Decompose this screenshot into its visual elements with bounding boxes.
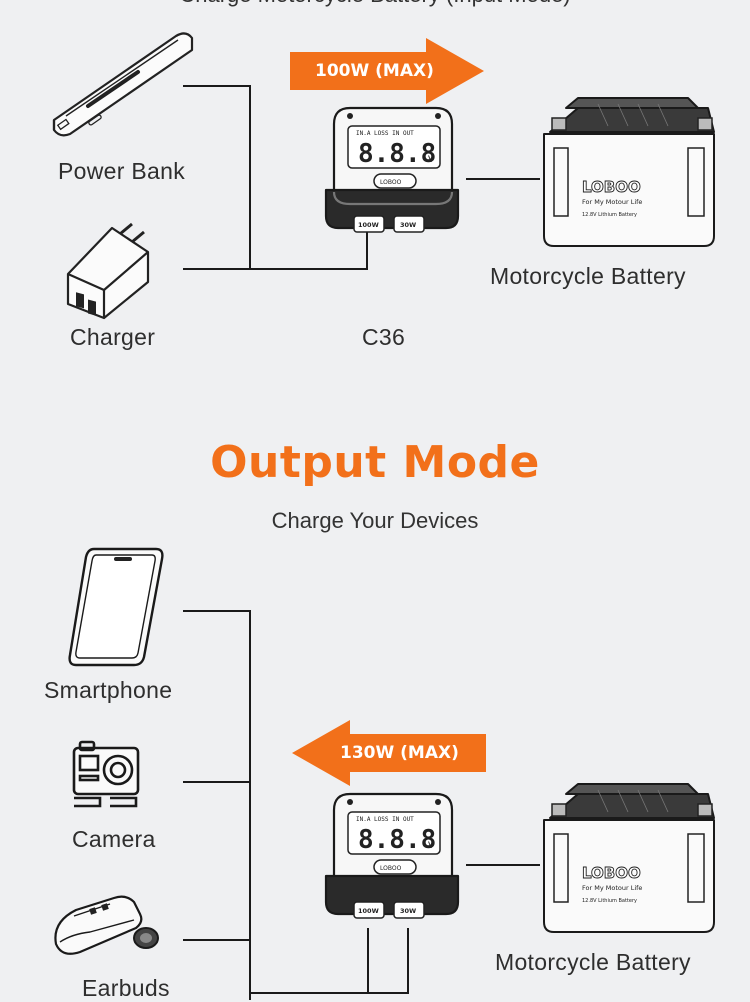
battery-input: LOBOO For My Motour Life 12.8V Lithium B…: [538, 96, 718, 252]
battery-tagline: For My Motour Life: [582, 198, 642, 206]
hub-port-b: 30W: [400, 907, 416, 915]
battery-output-label: Motorcycle Battery: [495, 949, 691, 975]
charger-icon: [66, 222, 150, 320]
wire-power-bank: [183, 85, 251, 87]
battery-input-label: Motorcycle Battery: [490, 263, 686, 289]
hub-readout: 8.8.8: [358, 139, 436, 169]
output-arrow-label: 130W (MAX): [340, 743, 459, 763]
camera-label: Camera: [72, 826, 156, 852]
battery-output: LOBOO For My Motour Life 12.8V Lithium B…: [538, 782, 718, 938]
charger-label: Charger: [70, 324, 156, 350]
hub-label: C36: [362, 324, 406, 350]
wire-hub-drop: [366, 232, 368, 270]
wire-hub-battery-out: [466, 864, 540, 866]
hub-port-a: 100W: [358, 221, 379, 229]
hub-readout: 8.8.8: [358, 825, 436, 855]
earbuds-icon: [54, 895, 159, 955]
wire-bottom-bus: [249, 992, 409, 994]
hub-port-b: 30W: [400, 221, 416, 229]
c36-hub-icon: IN.A LOSS IN OUT 8.8.8 V LOBOO 100W 30W: [324, 106, 460, 233]
battery-brand: LOBOO: [582, 178, 641, 196]
hub-unit: V: [428, 841, 435, 851]
smartphone-label: Smartphone: [44, 677, 173, 703]
top-caption: Charge Motorcycle Battery (Input Mode): [0, 0, 750, 8]
hub-port-a: 100W: [358, 907, 379, 915]
output-mode-title: Output Mode: [210, 437, 540, 488]
input-power-arrow: [290, 38, 484, 104]
wire-output-trunk: [249, 610, 251, 1000]
power-bank-icon: [52, 32, 194, 137]
c36-hub-input: IN.A LOSS IN OUT 8.8.8 V LOBOO 100W 30W: [320, 104, 460, 248]
output-power-arrow: [292, 720, 486, 786]
smartphone-icon: [68, 547, 164, 667]
battery-brand: LOBOO: [582, 864, 641, 882]
battery-fine-print: 12.8V Lithium Battery: [582, 212, 637, 218]
hub-unit: V: [428, 155, 435, 165]
wire-port-b-drop: [407, 928, 409, 994]
wire-smartphone: [183, 610, 251, 612]
battery-fine-print: 12.8V Lithium Battery: [582, 898, 637, 904]
camera-icon: [72, 740, 140, 808]
power-bank-label: Power Bank: [58, 158, 186, 184]
wire-trunk: [249, 85, 251, 270]
battery-tagline: For My Motour Life: [582, 884, 642, 892]
hub-tiny-labels: IN.A LOSS IN OUT: [356, 130, 414, 137]
hub-brand: LOBOO: [380, 865, 402, 872]
wire-hub-battery: [466, 178, 540, 180]
output-mode-subtitle: Charge Your Devices: [271, 508, 479, 533]
input-arrow-label: 100W (MAX): [315, 61, 434, 81]
wire-port-a-drop: [367, 928, 369, 994]
hub-brand: LOBOO: [380, 179, 402, 186]
c36-hub-output: IN.A LOSS IN OUT 8.8.8 V LOBOO 100W 30W: [320, 790, 460, 934]
wire-earbuds: [183, 939, 251, 941]
motorcycle-battery-icon: LOBOO For My Motour Life 12.8V Lithium B…: [543, 783, 715, 933]
c36-hub-icon: IN.A LOSS IN OUT 8.8.8 V LOBOO 100W 30W: [324, 792, 460, 919]
earbuds-label: Earbuds: [82, 975, 170, 1001]
hub-tiny-labels: IN.A LOSS IN OUT: [356, 816, 414, 823]
motorcycle-battery-icon: LOBOO For My Motour Life 12.8V Lithium B…: [543, 97, 715, 247]
wire-camera: [183, 781, 251, 783]
wire-charger: [183, 268, 368, 270]
